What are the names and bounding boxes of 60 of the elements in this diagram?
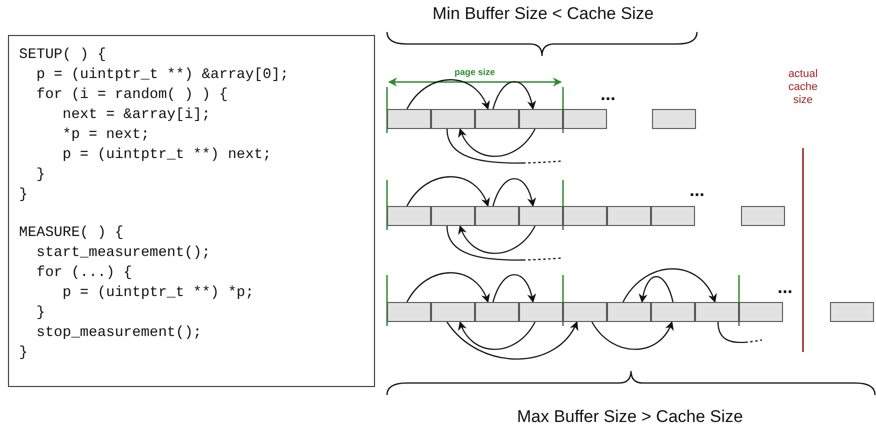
- memory-cell: [519, 206, 563, 226]
- code-line: stop_measurement();: [35, 324, 202, 342]
- memory-cell: [387, 206, 431, 226]
- pointer-arrow: [492, 81, 536, 110]
- memory-cell: [741, 206, 785, 226]
- memory-cell: [387, 302, 431, 322]
- memory-cell: [431, 206, 475, 226]
- code-line: }: [35, 304, 46, 322]
- pointer-arrow: [446, 321, 578, 360]
- memory-cell: [830, 302, 874, 322]
- memory-cell: [652, 109, 696, 129]
- dimension-label: page size: [454, 67, 496, 77]
- ellipsis: ...: [778, 277, 793, 298]
- cache-size-label: actual cache size: [787, 68, 819, 107]
- pointer-arrow: [592, 321, 673, 350]
- memory-cell: [563, 302, 607, 322]
- brace-label: Min Buffer Size < Cache Size: [432, 4, 654, 24]
- memory-cell: [695, 302, 739, 322]
- memory-cell: [607, 206, 651, 226]
- code-line: }: [35, 166, 46, 184]
- pointer-arrow: [406, 176, 489, 207]
- memory-cell: [475, 206, 519, 226]
- pointer-arrow: [492, 274, 536, 303]
- memory-cell: [519, 302, 563, 322]
- memory-cell: [475, 302, 519, 322]
- pointer-arrow: [458, 321, 536, 350]
- memory-cell: [431, 302, 475, 322]
- memory-cell: [519, 109, 563, 129]
- brace-label: Max Buffer Size > Cache Size: [517, 407, 743, 427]
- memory-cell: [431, 109, 475, 129]
- code-line: }: [19, 344, 28, 362]
- code-line: p = (uintptr_t **) *p;: [62, 284, 254, 302]
- code-line: start_measurement();: [35, 244, 210, 262]
- code-line: p = (uintptr_t **) next;: [62, 146, 272, 164]
- code-panel: [8, 35, 375, 387]
- code-line: p = (uintptr_t **) &array[0];: [35, 66, 289, 84]
- pointer-arrow: [622, 268, 716, 303]
- memory-cell: [651, 302, 695, 322]
- ellipsis: ...: [690, 180, 705, 201]
- memory-cell: [563, 206, 607, 226]
- memory-cell: [475, 109, 519, 129]
- code-line: *p = next;: [62, 126, 150, 144]
- memory-cell: [739, 302, 783, 322]
- code-line: SETUP( ) {: [19, 46, 106, 64]
- memory-cell: [563, 109, 607, 129]
- pointer-arrow: [406, 79, 489, 110]
- memory-cell: [387, 109, 431, 129]
- pointer-arrow: [458, 128, 536, 157]
- code-line: for (...) {: [35, 264, 132, 282]
- memory-cell: [651, 206, 695, 226]
- pointer-arrow: [458, 225, 536, 254]
- code-line: }: [19, 186, 28, 204]
- memory-cell: [607, 302, 651, 322]
- ellipsis: ...: [600, 84, 616, 105]
- pointer-arrow: [492, 178, 536, 207]
- code-line: next = &array[i];: [62, 106, 210, 124]
- code-line: for (i = random( ) ) {: [35, 86, 228, 104]
- pointer-arrow: [639, 276, 674, 303]
- code-line: MEASURE( ) {: [19, 224, 124, 242]
- pointer-arrow: [406, 272, 489, 303]
